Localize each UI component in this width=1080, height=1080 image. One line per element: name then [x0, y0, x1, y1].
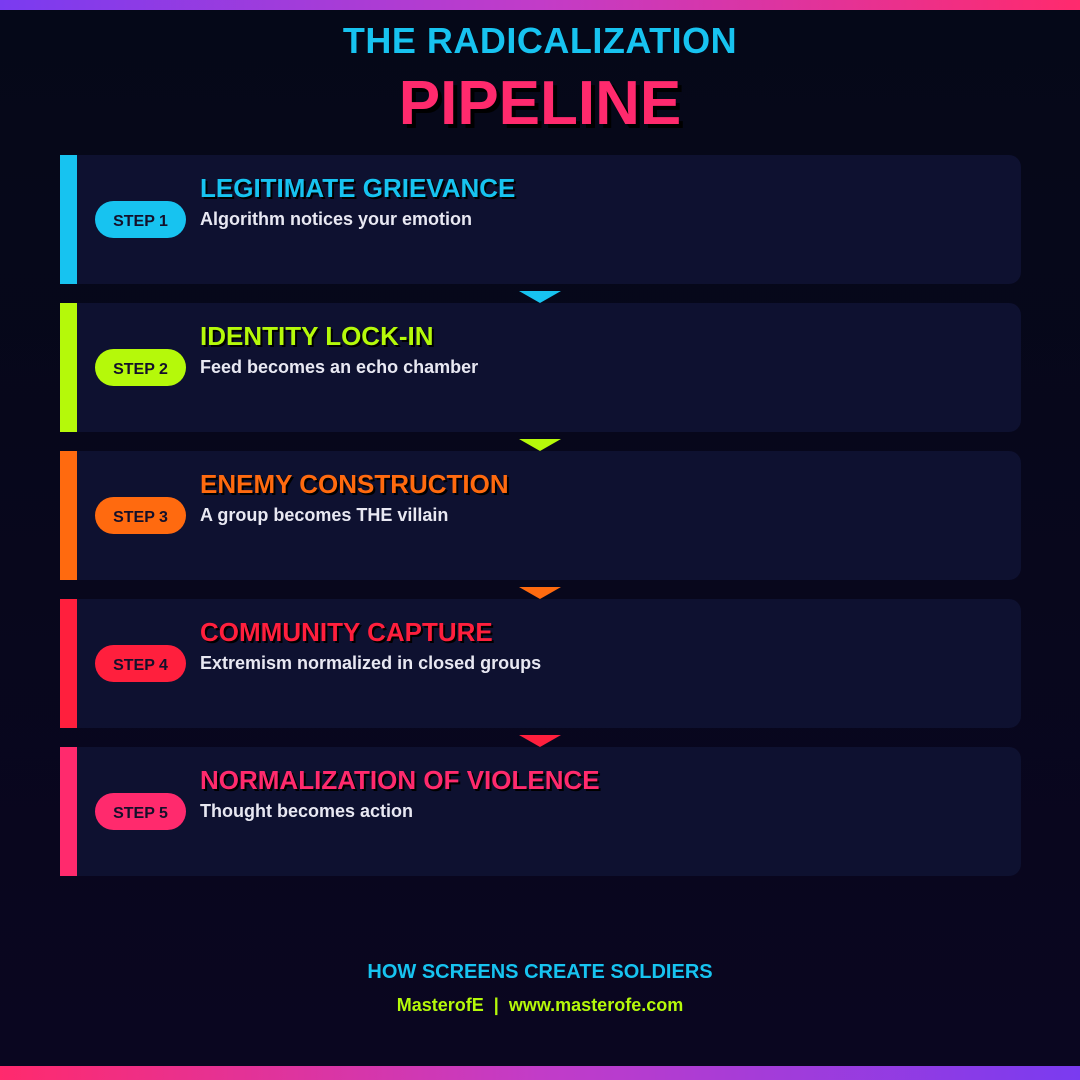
step-accent-stripe [60, 451, 77, 580]
step-card-1: STEP 1 LEGITIMATE GRIEVANCE Algorithm no… [60, 155, 1021, 284]
step-badge: STEP 5 [95, 793, 186, 830]
step-badge: STEP 1 [95, 201, 186, 238]
footer-credit: MasterofE | www.masterofe.com [396, 995, 684, 1015]
step-title: ENEMY CONSTRUCTION [200, 469, 509, 499]
step-card-5: STEP 5 NORMALIZATION OF VIOLENCE Thought… [60, 747, 1021, 876]
bottom-gradient-bar [0, 1066, 1080, 1080]
footer-tagline: HOW SCREENS CREATE SOLDIERS [367, 961, 713, 983]
step-badge: STEP 4 [95, 645, 186, 682]
step-title: IDENTITY LOCK-IN [200, 321, 434, 351]
step-badge: STEP 3 [95, 497, 186, 534]
step-accent-stripe [60, 155, 77, 284]
top-gradient-bar [0, 0, 1080, 10]
step-accent-stripe [60, 303, 77, 432]
page-title-main: PIPELINE [398, 69, 682, 138]
step-title: NORMALIZATION OF VIOLENCE [200, 765, 600, 795]
step-card-4: STEP 4 COMMUNITY CAPTURE Extremism norma… [60, 599, 1021, 728]
step-description: Algorithm notices your emotion [200, 209, 473, 229]
page-title: THE RADICALIZATION [342, 20, 738, 61]
step-description: Thought becomes action [200, 801, 414, 821]
step-badge: STEP 2 [95, 349, 186, 386]
down-arrow-icon [519, 735, 561, 747]
down-arrow-icon [519, 291, 561, 303]
step-accent-stripe [60, 747, 77, 876]
step-card-3: STEP 3 ENEMY CONSTRUCTION A group become… [60, 451, 1021, 580]
step-title: COMMUNITY CAPTURE [200, 617, 493, 647]
step-description: Extremism normalized in closed groups [200, 653, 542, 673]
step-description: Feed becomes an echo chamber [200, 357, 479, 377]
down-arrow-icon [519, 439, 561, 451]
down-arrow-icon [519, 587, 561, 599]
step-title: LEGITIMATE GRIEVANCE [200, 173, 516, 203]
step-card-2: STEP 2 IDENTITY LOCK-IN Feed becomes an … [60, 303, 1021, 432]
step-accent-stripe [60, 599, 77, 728]
step-description: A group becomes THE villain [200, 505, 449, 525]
